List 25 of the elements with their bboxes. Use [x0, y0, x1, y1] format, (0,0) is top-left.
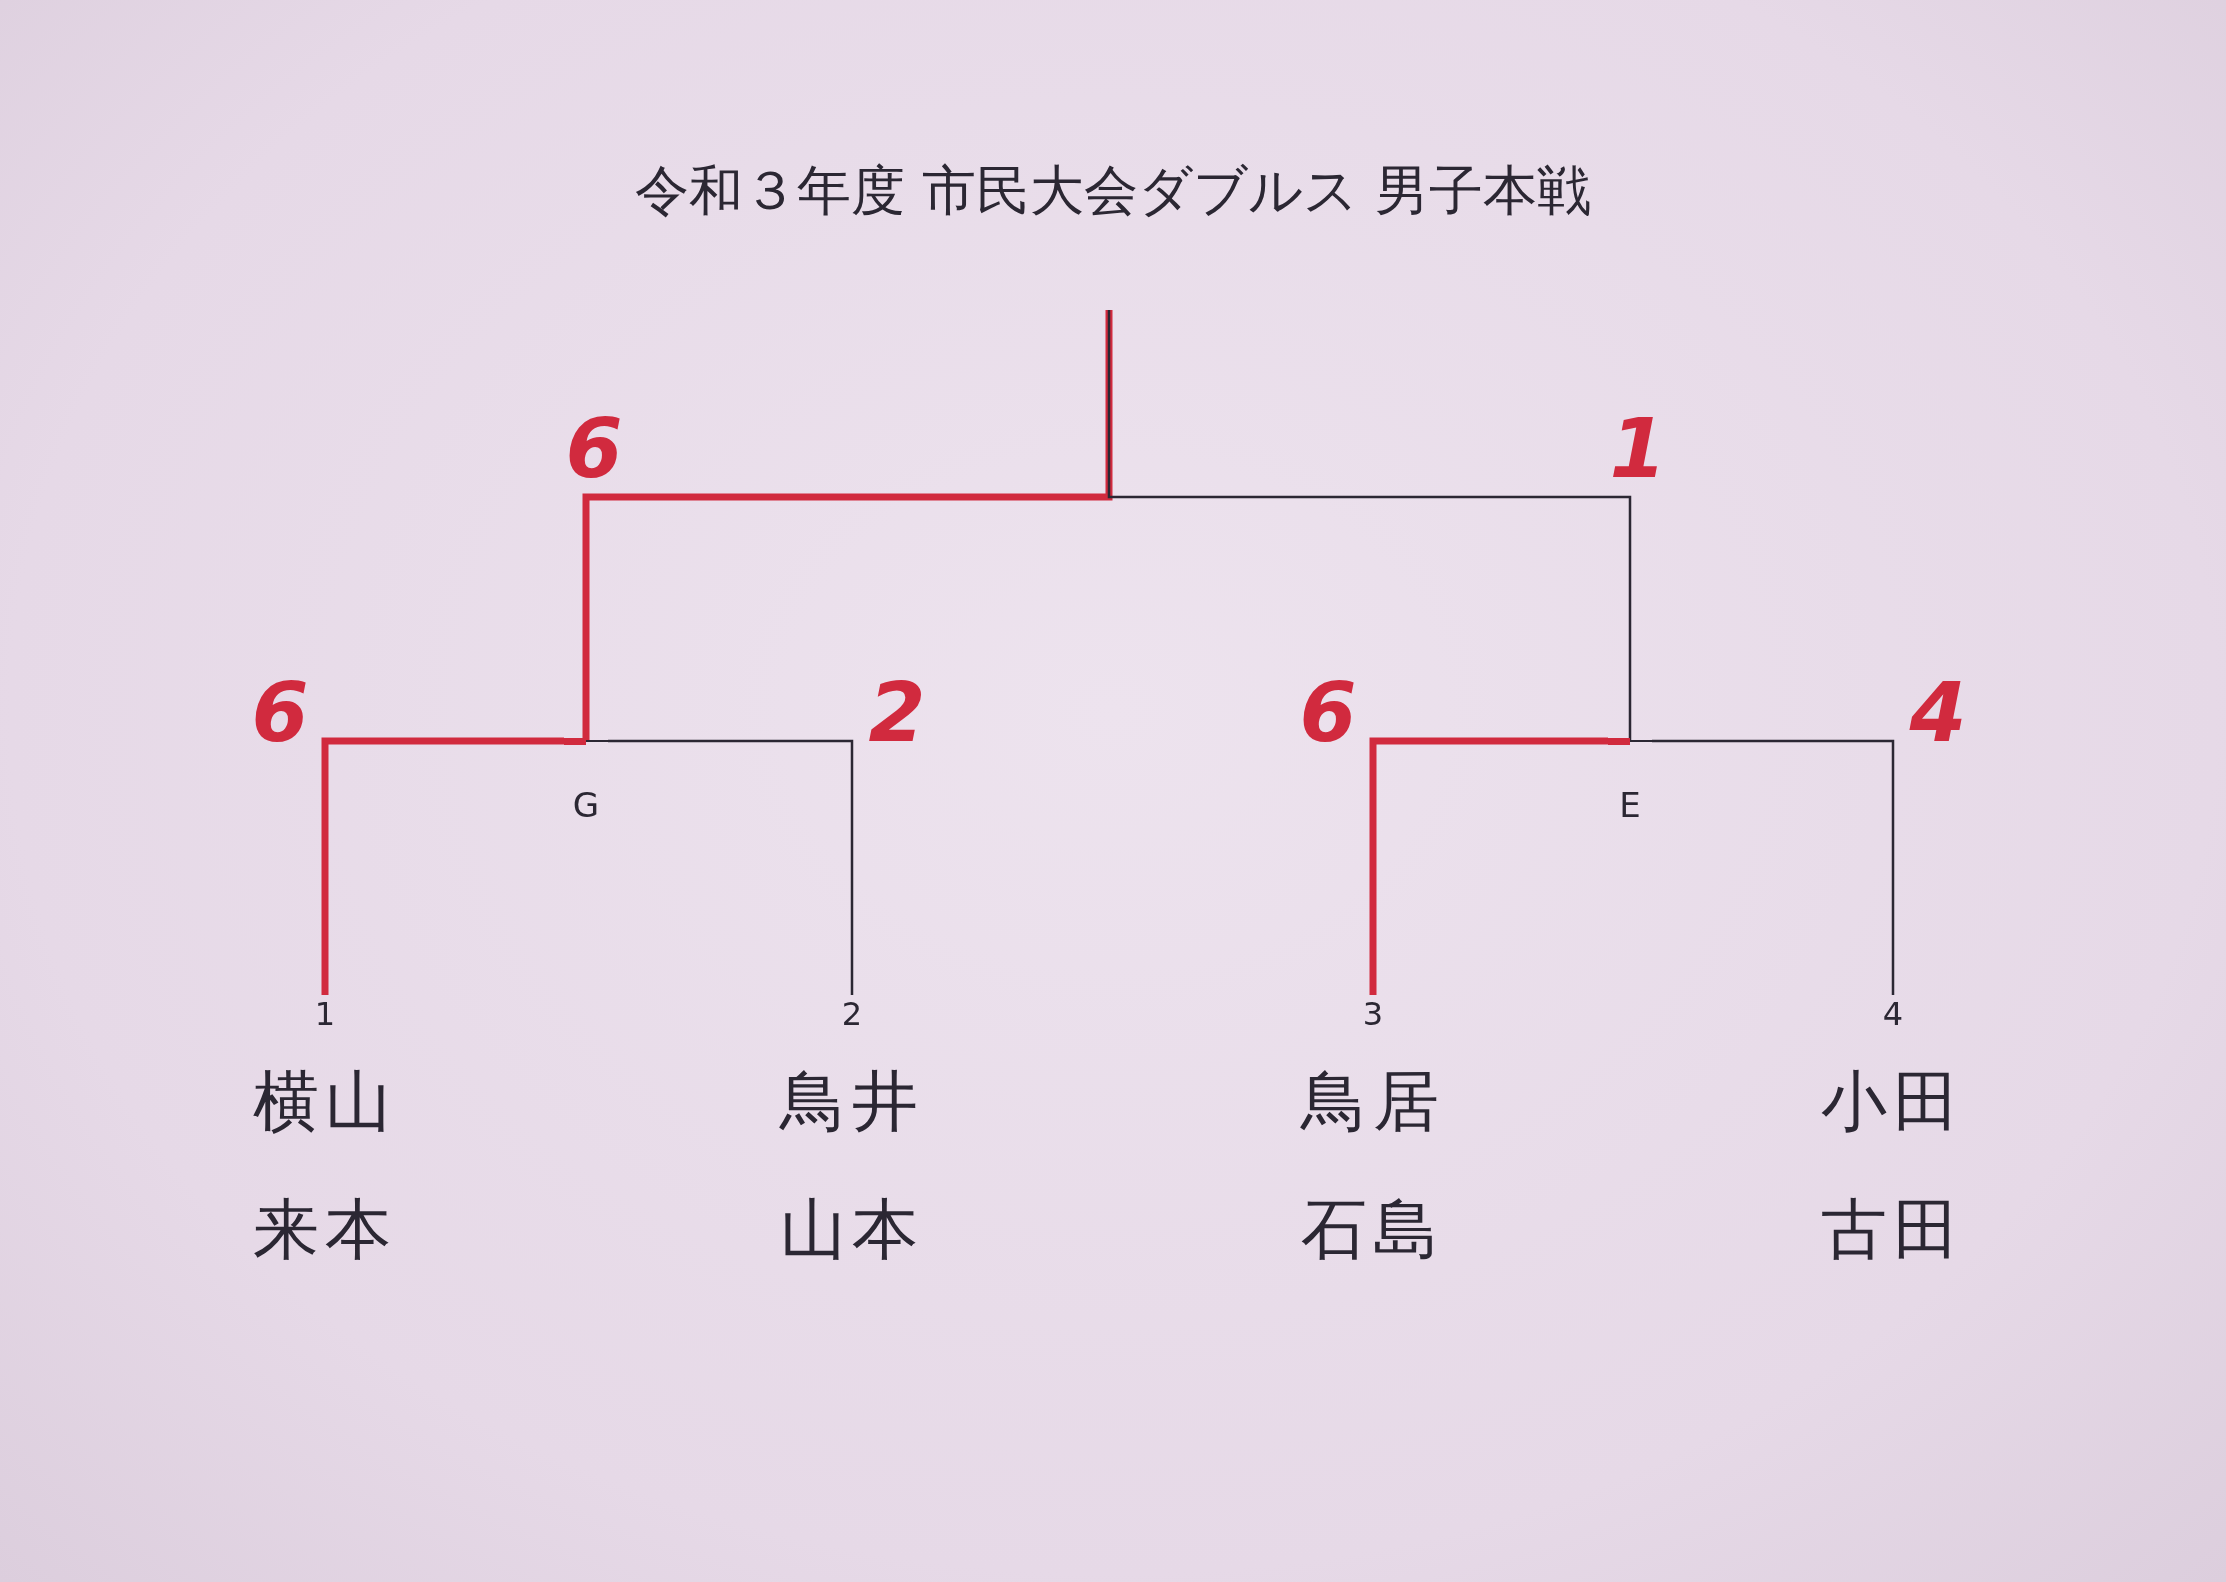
- score-label: 1: [1609, 408, 1667, 490]
- bracket-line: [582, 310, 1113, 741]
- entry-number: 1: [313, 995, 337, 1033]
- player-name: 山本: [779, 1190, 925, 1270]
- player-name: 石島: [1300, 1190, 1446, 1270]
- score-label: 2: [868, 672, 926, 754]
- player-name: 来本: [252, 1190, 398, 1270]
- player-name: 古田: [1820, 1190, 1966, 1270]
- score-label: 6: [565, 408, 623, 490]
- score-label: 6: [251, 672, 309, 754]
- player-name: 鳥居: [1299, 1062, 1446, 1142]
- player-name: 鳥井: [778, 1062, 925, 1142]
- score-label: 4: [1909, 672, 1967, 754]
- match-label: G: [571, 785, 601, 825]
- match-label: E: [1618, 785, 1642, 825]
- bracket-line: [608, 739, 854, 995]
- title-text: 令和３年度 市民大会ダブルス 男子本戦: [633, 158, 1593, 224]
- entry-number: 2: [840, 995, 864, 1033]
- player-name: 横山: [252, 1062, 398, 1142]
- bracket-line: [1107, 310, 1632, 741]
- player-name: 小田: [1820, 1062, 1966, 1142]
- bracket-line: [1652, 739, 1895, 995]
- entry-number: 3: [1361, 995, 1385, 1033]
- entry-number: 4: [1881, 995, 1905, 1033]
- score-label: 6: [1299, 672, 1357, 754]
